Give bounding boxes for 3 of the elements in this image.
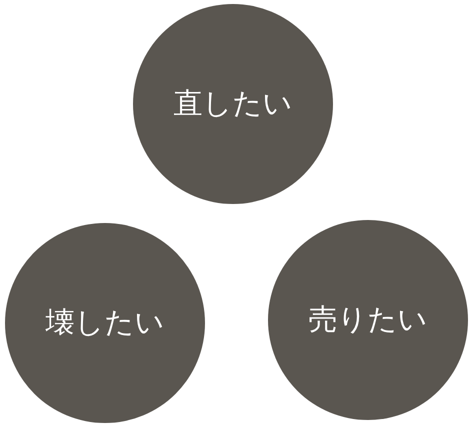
circle-node: 壊したい (5, 223, 205, 423)
circle-node: 売りたい (268, 220, 468, 420)
circle-node: 直したい (133, 4, 333, 204)
